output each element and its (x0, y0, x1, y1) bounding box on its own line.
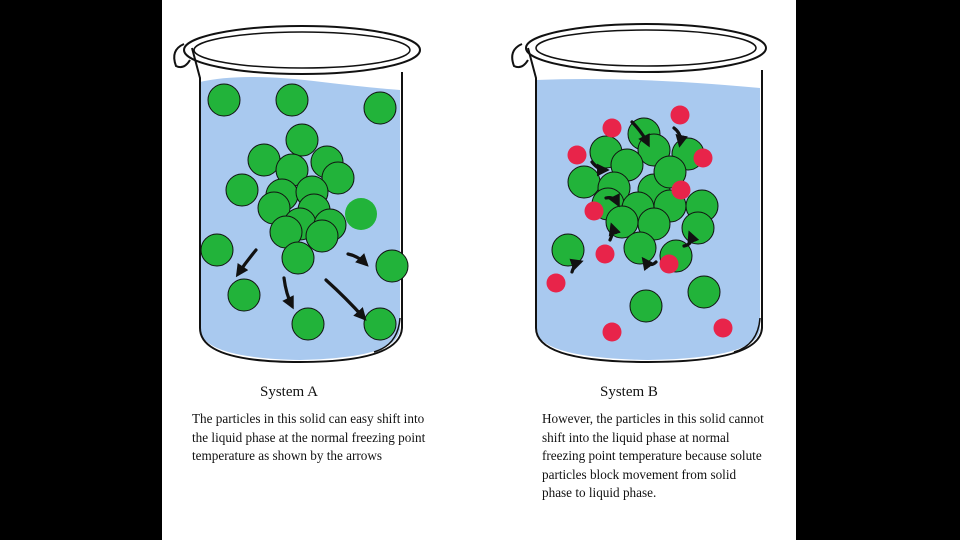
beaker-b-rim (526, 24, 766, 72)
solute-particle (585, 202, 604, 221)
beaker-a-rim (184, 26, 420, 74)
solvent-particle (201, 234, 233, 266)
solute-particle (694, 149, 713, 168)
solvent-particle (306, 220, 338, 252)
solute-particle (671, 106, 690, 125)
system-a-title: System A (260, 384, 318, 401)
solvent-particle (376, 250, 408, 282)
solvent-particle (630, 290, 662, 322)
solvent-particle (682, 212, 714, 244)
solvent-particle (624, 232, 656, 264)
solute-particle (603, 323, 622, 342)
system-b-title: System B (600, 384, 658, 401)
solute-particle (660, 255, 679, 274)
solvent-particle (568, 166, 600, 198)
solvent-particle (248, 144, 280, 176)
solute-particle (568, 146, 587, 165)
solute-particle (714, 319, 733, 338)
solvent-particle (345, 198, 377, 230)
solute-particle (603, 119, 622, 138)
solvent-particle (282, 242, 314, 274)
solute-particle (672, 181, 691, 200)
solvent-particle (208, 84, 240, 116)
beaker-b (512, 24, 766, 362)
solvent-particle (364, 92, 396, 124)
solvent-particle (688, 276, 720, 308)
solvent-particle (226, 174, 258, 206)
solvent-particle (228, 279, 260, 311)
solute-particle (596, 245, 615, 264)
beaker-a (174, 26, 420, 362)
solvent-particle (276, 84, 308, 116)
solute-particle (547, 274, 566, 293)
system-b-description: However, the particles in this solid can… (542, 410, 768, 503)
system-a-description: The particles in this solid can easy shi… (192, 410, 430, 466)
slide: System A The particles in this solid can… (162, 0, 796, 540)
solvent-particle (292, 308, 324, 340)
solvent-particle (286, 124, 318, 156)
solvent-particle (364, 308, 396, 340)
